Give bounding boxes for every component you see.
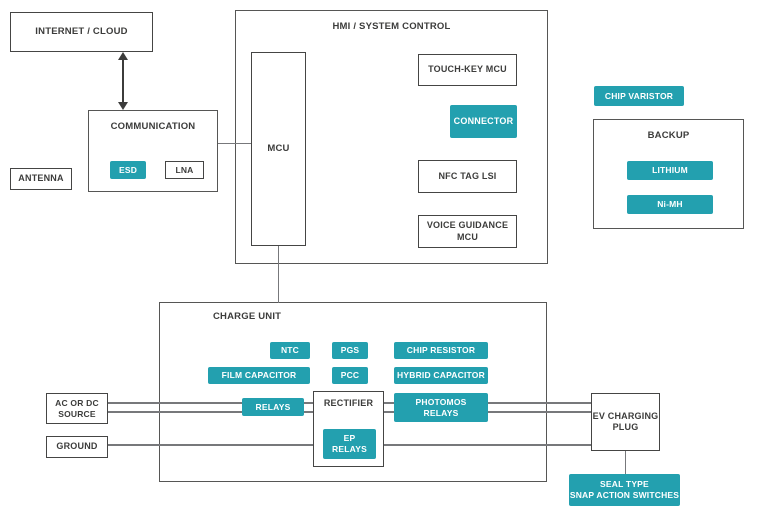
mcu-box: MCU [251,52,306,246]
connector-chip: CONNECTOR [450,105,517,138]
ground-box: GROUND [46,436,108,458]
communication-group [88,110,218,192]
ntc-chip: NTC [270,342,310,359]
arrow-up-icon [118,52,128,60]
internet-cloud-box: INTERNET / CLOUD [10,12,153,52]
nfc-tag-lsi-box: NFC TAG LSI [418,160,517,193]
ac-or-dc-source-box: AC OR DC SOURCE [46,393,108,424]
rectifier-label: RECTIFIER [323,398,374,408]
hmi-system-control-group [235,10,548,264]
hybrid-capacitor-chip: HYBRID CAPACITOR [394,367,488,384]
backup-group [593,119,744,229]
photomos-relays-chip: PHOTOMOS RELAYS [394,393,488,422]
backup-title: BACKUP [647,130,690,141]
chip-resistor-chip: CHIP RESISTOR [394,342,488,359]
touch-key-mcu-box: TOUCH-KEY MCU [418,54,517,86]
line-mcu-to-charge-unit [277,246,279,303]
hmi-system-control-title: HMI / SYSTEM CONTROL [332,21,451,32]
chip-varistor-chip: CHIP VARISTOR [594,86,684,106]
pgs-chip: PGS [332,342,368,359]
pcc-chip: PCC [332,367,368,384]
ev-charging-plug-box: EV CHARGING PLUG [591,393,660,451]
line-plug-to-seal-switches [624,451,626,474]
lna-chip: LNA [165,161,204,179]
charge-unit-title: CHARGE UNIT [213,311,282,322]
arrow-down-icon [118,102,128,110]
charge-unit-group [159,302,547,482]
ep-relays-chip: EP RELAYS [323,429,376,459]
seal-type-snap-action-switches-chip: SEAL TYPE SNAP ACTION SWITCHES [569,474,680,506]
bidirectional-arrow-shaft [122,58,124,104]
film-capacitor-chip: FILM CAPACITOR [208,367,310,384]
ni-mh-chip: Ni-MH [627,195,713,214]
esd-chip: ESD [110,161,146,179]
antenna-box: ANTENNA [10,168,72,190]
lithium-chip: LITHIUM [627,161,713,180]
communication-title: COMMUNICATION [110,121,196,132]
line-communication-to-mcu [218,142,251,144]
voice-guidance-mcu-box: VOICE GUIDANCE MCU [418,215,517,248]
relays-chip: RELAYS [242,398,304,416]
